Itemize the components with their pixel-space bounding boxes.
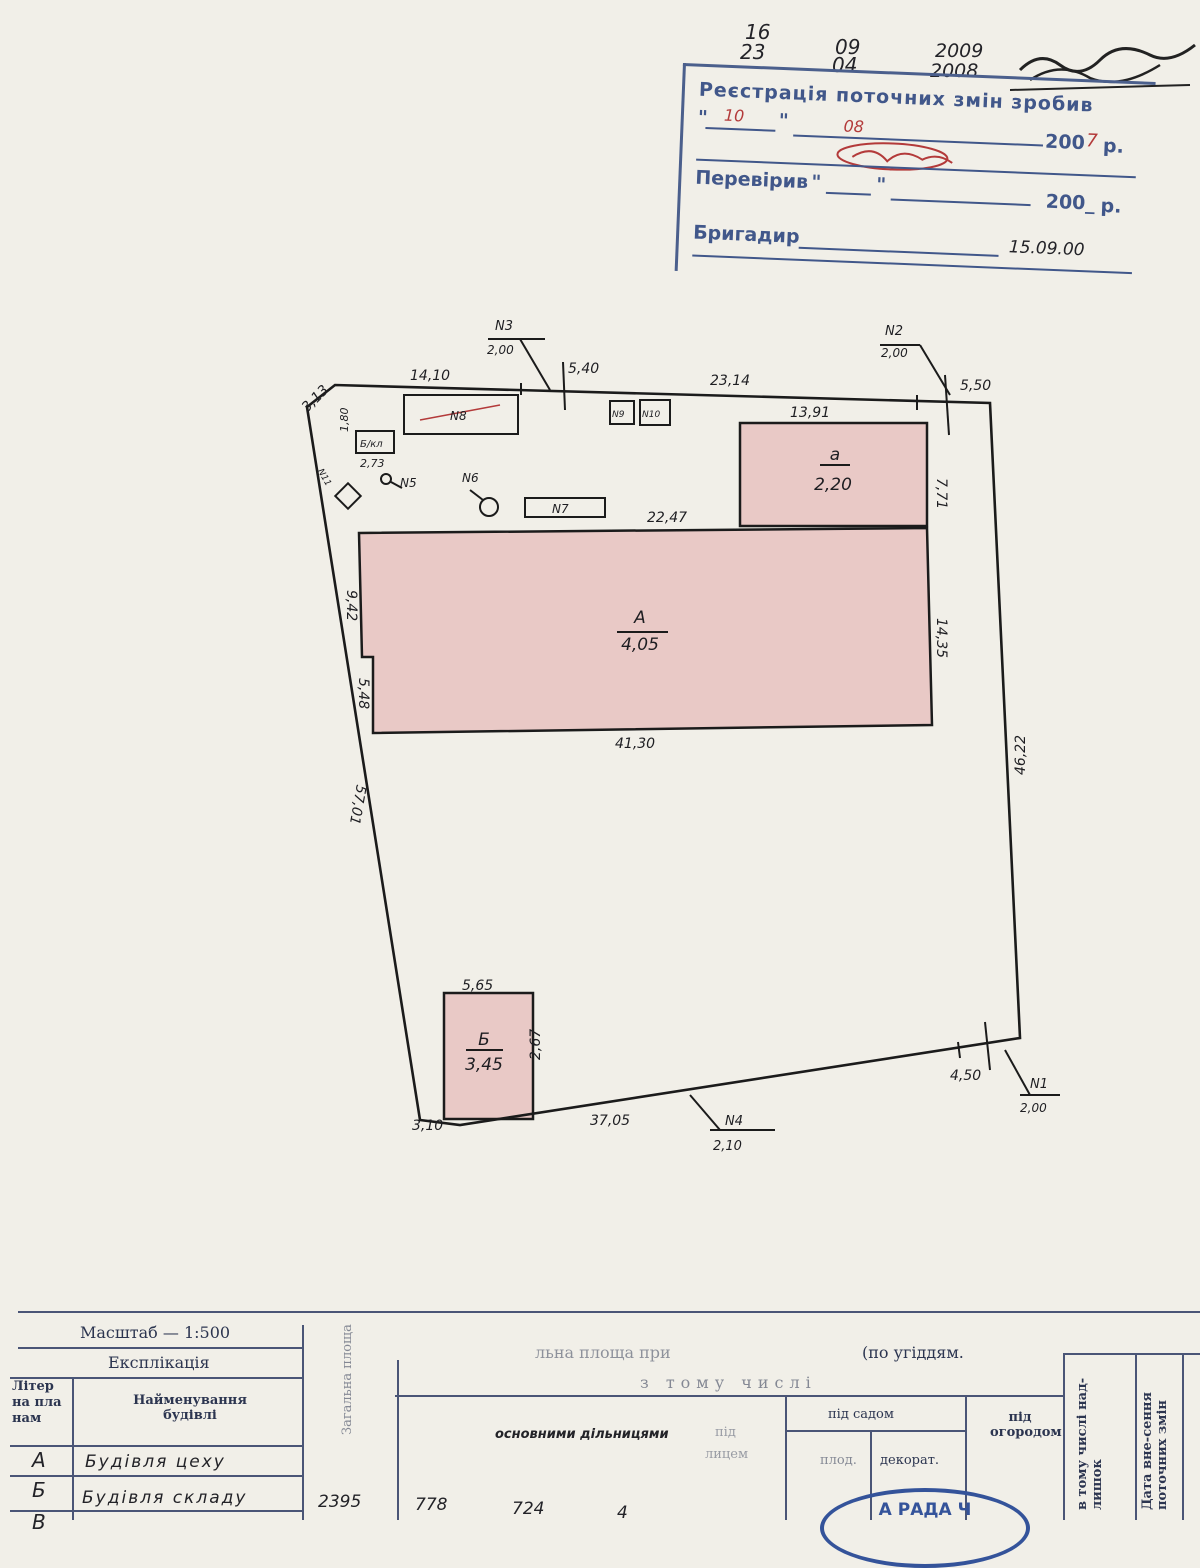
- building-annex-letter: а: [830, 445, 840, 465]
- object-shed: [355, 430, 395, 454]
- gate-n3-label: N3: [495, 319, 513, 334]
- object-n5: [380, 473, 392, 485]
- object-n9-label: N9: [612, 410, 625, 420]
- gate-n4-label: N4: [725, 1114, 743, 1129]
- col-date-header: Дата вне-сення поточних змін: [1140, 1391, 1170, 1510]
- dim-ne: 5,50: [960, 378, 991, 394]
- shed-letter: Б/кл: [360, 439, 383, 450]
- object-n10-label: N10: [642, 410, 660, 420]
- dim-top-left: 14,10: [410, 368, 450, 384]
- hand-year-2: 2008: [930, 60, 979, 82]
- object-n5-label: N5: [400, 476, 417, 490]
- stamp-red-signature: [836, 142, 953, 171]
- gate-n4-width: 2,10: [713, 1139, 742, 1154]
- explication-label: Експлікація: [108, 1353, 210, 1372]
- object-n8: [403, 394, 519, 435]
- hand-year-1: 2009: [935, 40, 984, 62]
- garden-header: під садом: [828, 1407, 894, 1422]
- signature-top: [1009, 43, 1196, 91]
- dim-main-bottom: 41,30: [615, 736, 655, 752]
- building-main-letter: А: [633, 608, 646, 628]
- hand-month-2: 04: [832, 53, 858, 77]
- under-label-2: лицем: [705, 1447, 749, 1462]
- dim-shed-h: 2,73: [360, 457, 385, 470]
- dim-nw-corner: 3,13: [299, 382, 332, 415]
- row-2-c3: 724: [512, 1499, 545, 1519]
- row-1-letter: А: [32, 1448, 46, 1472]
- row-2-c2: 778: [415, 1495, 448, 1515]
- scale-label: Масштаб — 1:500: [80, 1323, 231, 1342]
- dim-se-small: 4,50: [950, 1068, 981, 1084]
- seal-text: А РАДА Ч: [878, 1500, 972, 1520]
- dim-left-upper: 9,42: [343, 590, 359, 621]
- dim-annex-top: 13,91: [790, 405, 830, 421]
- col-name-header: Найменування будівлі: [133, 1393, 247, 1423]
- object-n7-label: N7: [552, 502, 569, 516]
- building-annex-height: 2,20: [814, 475, 852, 495]
- row-2-c4: 4: [617, 1503, 628, 1523]
- dim-bottom: 37,05: [590, 1113, 630, 1129]
- explication-table: Масштаб — 1:500 Експлікація Літер на пла…: [0, 1305, 1200, 1534]
- decor-header: декорат.: [880, 1453, 940, 1468]
- gate-n1-width: 2,00: [1020, 1101, 1047, 1115]
- dim-main-right: 14,35: [933, 618, 949, 658]
- site-plan: 3,13 14,10 5,40 23,14 5,50 13,91 7,71 22…: [299, 319, 1060, 1154]
- row-3-letter: В: [32, 1510, 46, 1534]
- header-including: з тому числі: [640, 1373, 817, 1392]
- dim-top-right: 23,14: [710, 373, 750, 389]
- fruit-header: плод.: [820, 1453, 857, 1468]
- object-n6: [479, 497, 499, 517]
- header-land: льна площа при: [535, 1343, 671, 1362]
- gate-n3-width: 2,00: [487, 343, 514, 357]
- dim-left-step: 5,48: [355, 678, 371, 709]
- building-b-height: 3,45: [465, 1055, 503, 1075]
- gate-n2-width: 2,00: [881, 346, 908, 360]
- gate-n4-marker: [689, 1094, 721, 1131]
- hand-month-1: 09: [835, 35, 861, 59]
- gate-n1-marker: [1004, 1049, 1031, 1096]
- row-2-letter: Б: [32, 1478, 46, 1502]
- row-2-area: 2395: [318, 1492, 362, 1512]
- under-label: під: [715, 1425, 736, 1440]
- object-n8-label: N8: [450, 409, 467, 423]
- gate-n3-marker: [519, 338, 551, 391]
- building-b-letter: Б: [478, 1030, 490, 1050]
- building-main-a: [357, 526, 934, 735]
- dim-small-top: 5,65: [462, 978, 493, 994]
- object-n11: [333, 481, 363, 511]
- hand-day-2: 23: [740, 40, 766, 64]
- building-main-height: 4,05: [621, 635, 659, 655]
- plot-boundary: [305, 383, 1022, 1127]
- col-extra-header: в тому числі над-лишок: [1075, 1377, 1105, 1510]
- building-b: [442, 991, 535, 1121]
- header-by-land: (по угіддям.: [862, 1343, 964, 1362]
- row-2-name: Будівля складу: [82, 1488, 248, 1508]
- dim-right-side: 46,22: [1013, 735, 1029, 775]
- registration-stamp: Реєстрація поточних змін зробив " 10 " 0…: [674, 63, 1156, 290]
- dim-annex-side: 7,71: [933, 478, 949, 509]
- dim-sw-corner: 3,10: [412, 1118, 443, 1134]
- gate-n2-label: N2: [885, 324, 903, 339]
- object-n10: [639, 399, 671, 426]
- hand-day-1: 16: [745, 20, 771, 44]
- col-area-header: Загальна площа: [340, 1324, 355, 1435]
- row-1-name: Будівля цеху: [85, 1452, 226, 1472]
- dim-left-side: 57,01: [346, 784, 369, 826]
- under-buildings: основними дільницями: [495, 1427, 669, 1442]
- object-n7: [524, 497, 606, 518]
- building-annex-a-small: [738, 421, 929, 528]
- ogorod-header: під огородом: [990, 1410, 1062, 1440]
- object-n9: [609, 400, 635, 425]
- dim-top-mid: 5,40: [568, 361, 599, 377]
- gate-n1-label: N1: [1030, 1077, 1048, 1092]
- official-seal: А РАДА Ч: [820, 1488, 1030, 1568]
- col-letter-header: Літер на пла нам: [12, 1379, 62, 1426]
- dim-small-side: 2,67: [528, 1029, 544, 1060]
- object-n6-label: N6: [462, 471, 479, 485]
- dim-shed-w: 1,80: [338, 408, 351, 433]
- dim-main-top: 22,47: [647, 510, 687, 526]
